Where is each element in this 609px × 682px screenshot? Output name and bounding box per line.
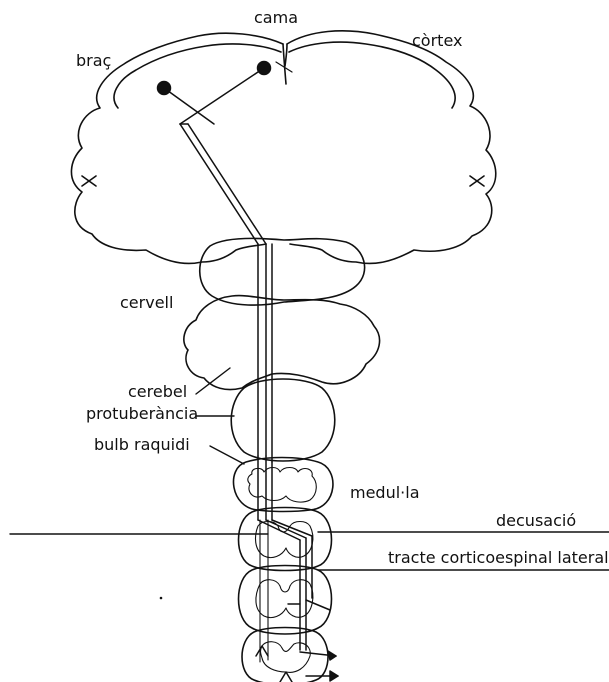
label-protuberancia: protuberància [86, 406, 198, 422]
label-decusacio: decusació [496, 513, 576, 529]
label-tracte-corticoespinal-lateral: tracte corticoespinal lateral [388, 550, 609, 566]
corticospinal-tract [158, 62, 339, 682]
pons-outline [231, 379, 335, 461]
label-cervell: cervell [120, 295, 173, 311]
cerebrum-outline [71, 31, 495, 264]
spinal-cord-segment-2 [239, 566, 332, 635]
cerebellum-outline [184, 296, 380, 390]
label-medulla: medul·la [350, 485, 420, 501]
central-lobe-outline [200, 238, 365, 305]
label-cama: cama [254, 10, 298, 26]
label-cerebel: cerebel [128, 384, 187, 400]
label-bulb-raquidi: bulb raquidi [94, 437, 190, 453]
medulla-oblongata [234, 458, 333, 512]
label-brac: braç [76, 53, 111, 69]
label-cortex: còrtex [412, 33, 462, 49]
spinal-cord-segment-1 [239, 508, 332, 571]
